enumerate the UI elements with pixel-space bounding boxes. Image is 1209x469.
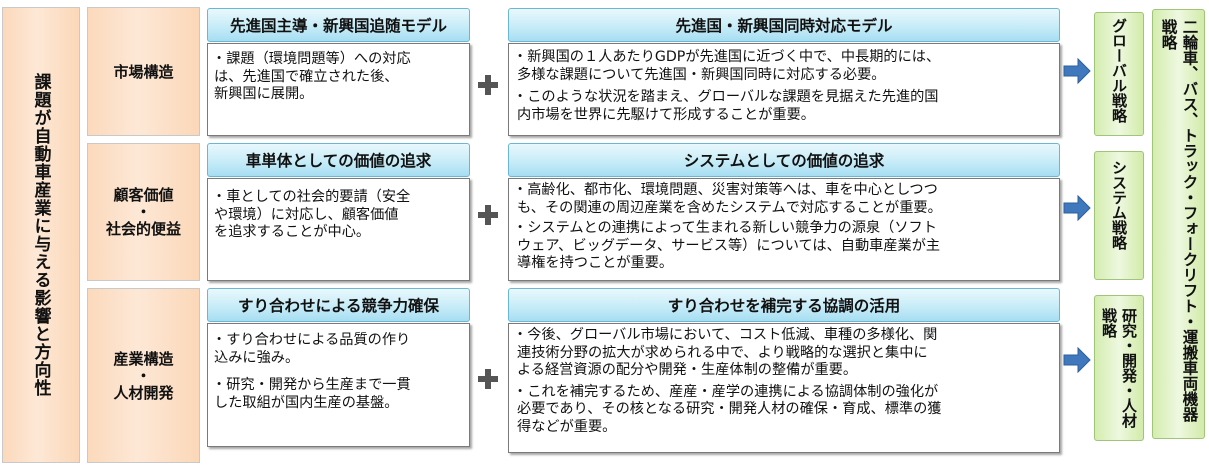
strategy-label: システム戦略 (1110, 159, 1128, 250)
category-line: ・ (135, 366, 151, 385)
left-title-panel: 課題が自動車産業に与える影響と方向性 (2, 7, 80, 463)
bullet-line: や環境）に対応し、顧客価値 (214, 206, 399, 223)
plus-icon (475, 202, 501, 228)
strategy-rnd-hr: 研究・開発・人材戦略 (1094, 295, 1144, 441)
bullet-line: を追求することが中心。 (214, 224, 371, 240)
bullet-line: した取組が国内生産の基盤。 (214, 394, 399, 411)
bullet-line: ・このような状況を踏まえ、グローバルな課題を見据えた先進的国 (513, 89, 939, 105)
header-text: すり合わせによる競争力確保 (237, 297, 440, 315)
header-text: 車単体としての価値の追求 (245, 152, 432, 170)
category-line: 社会的便益 (105, 220, 181, 238)
category-line: ・ (135, 203, 151, 221)
category-market-structure: 市場構造 (87, 7, 200, 136)
new-model-body: ・新興国の１人あたりGDPが先進国に近づく中で、中長期的には、 多様な課題につい… (508, 43, 1060, 136)
plus-icon (475, 72, 501, 98)
right-arrow-icon (1062, 345, 1092, 375)
right-arrow-icon (1062, 56, 1092, 86)
new-model-header: システムとしての価値の追求 (508, 143, 1060, 177)
current-model-body: ・車としての社会的要請（安全 や環境）に対応し、顧客価値 を追求することが中心。 (207, 178, 470, 281)
new-model-body: ・今後、グローバル市場において、コスト低減、車種の多様化、関 連技術分野の拡大が… (508, 323, 1060, 453)
bullet-line: 必要であり、その核となる研究・開発人材の確保・育成、標準の獲 (517, 401, 942, 417)
bullet-line: は、先進国で確立された後、 (214, 68, 399, 85)
strategy-system: システム戦略 (1094, 151, 1144, 280)
strategy-label: 研究・開発・人材戦略 (1100, 308, 1138, 428)
current-model-body: ・課題（環境問題等）への対応 は、先進国で確立された後、 新興国に展開。 (207, 43, 470, 136)
header-text: 先進国・新興国同時対応モデル (675, 17, 893, 35)
bullet-line: ・高齢化、都市化、環境問題、災害対策等へは、車を中心としつつ (513, 182, 938, 198)
bullet-line: ・システムとの連携によって生まれる新しい競争力の源泉（ソフト (513, 220, 937, 236)
bullet-line: ・すり合わせによる品質の作り (212, 332, 411, 348)
bullet-line: ・今後、グローバル市場において、コスト低減、車種の多様化、関 (513, 327, 938, 343)
category-line: 顧客価値 (113, 186, 174, 204)
new-model-header: すり合わせを補完する協調の活用 (508, 288, 1060, 322)
bullet-line: 多様な課題について先進国・新興国同時に対応する必要。 (517, 66, 886, 83)
current-model-header: 車単体としての価値の追求 (207, 143, 470, 177)
bullet-line: ・新興国の１人あたりGDPが先進国に近づく中で、中長期的には、 (513, 49, 941, 65)
bullet-line: 導権を持つことが重要。 (517, 255, 674, 271)
final-strategy-panel: 二輪車、バス、トラック・フォークリフト・運搬車両機器戦略 (1152, 9, 1205, 439)
header-text: 先進国主導・新興国追随モデル (229, 17, 447, 35)
bullet-line: ・これを補完するため、産産・産学の連携による協調体制の強化が (513, 383, 939, 400)
category-industry-structure: 産業構造 ・ 人材開発 (87, 288, 200, 463)
bullet-line: ・課題（環境問題等）への対応 (212, 51, 411, 67)
bullet-line: 連技術分野の拡大が求められる中で、より戦略的な選択と集中に (517, 344, 928, 361)
bullet-line: よる経営資源の配分や開発・生産体制の整備が重要。 (517, 362, 858, 378)
strategy-global: グローバル戦略 (1094, 12, 1144, 136)
current-model-body: ・すり合わせによる品質の作り 込みに強み。 ・研究・開発から生産まで一貫 した取… (207, 323, 470, 447)
bullet-line: ・車としての社会的要請（安全 (212, 189, 411, 205)
final-strategy-label: 二輪車、バス、トラック・フォークリフト・運搬車両機器戦略 (1159, 19, 1199, 422)
bullet-line: も、その関連の周辺産業を含めたシステムで対応することが重要。 (517, 199, 942, 216)
current-model-header: すり合わせによる競争力確保 (207, 288, 470, 322)
bullet-line: 得などが重要。 (517, 418, 617, 435)
left-title: 課題が自動車産業に与える影響と方向性 (30, 73, 51, 397)
category-line: 市場構造 (113, 62, 174, 81)
new-model-body: ・高齢化、都市化、環境問題、災害対策等へは、車を中心としつつ も、その関連の周辺… (508, 178, 1060, 281)
new-model-header: 先進国・新興国同時対応モデル (508, 8, 1060, 42)
current-model-header: 先進国主導・新興国追随モデル (207, 8, 470, 42)
strategy-label: グローバル戦略 (1110, 18, 1128, 123)
category-customer-value: 顧客価値 ・ 社会的便益 (87, 143, 200, 281)
category-line: 産業構造 (113, 349, 174, 368)
bullet-line: 新興国に展開。 (214, 86, 314, 102)
bullet-line: ウェア、ビッグデータ、サービス等）については、自動車産業が主 (517, 237, 941, 254)
header-text: システムとしての価値の追求 (683, 152, 885, 170)
right-arrow-icon (1062, 193, 1092, 223)
bullet-line: ・研究・開発から生産まで一貫 (212, 377, 411, 393)
bullet-line: 込みに強み。 (214, 349, 300, 366)
bullet-line: 内市場を世界に先駆けて形成することが重要。 (517, 106, 815, 123)
plus-icon (475, 366, 501, 392)
category-line: 人材開発 (113, 383, 174, 402)
header-text: すり合わせを補完する協調の活用 (667, 297, 901, 315)
